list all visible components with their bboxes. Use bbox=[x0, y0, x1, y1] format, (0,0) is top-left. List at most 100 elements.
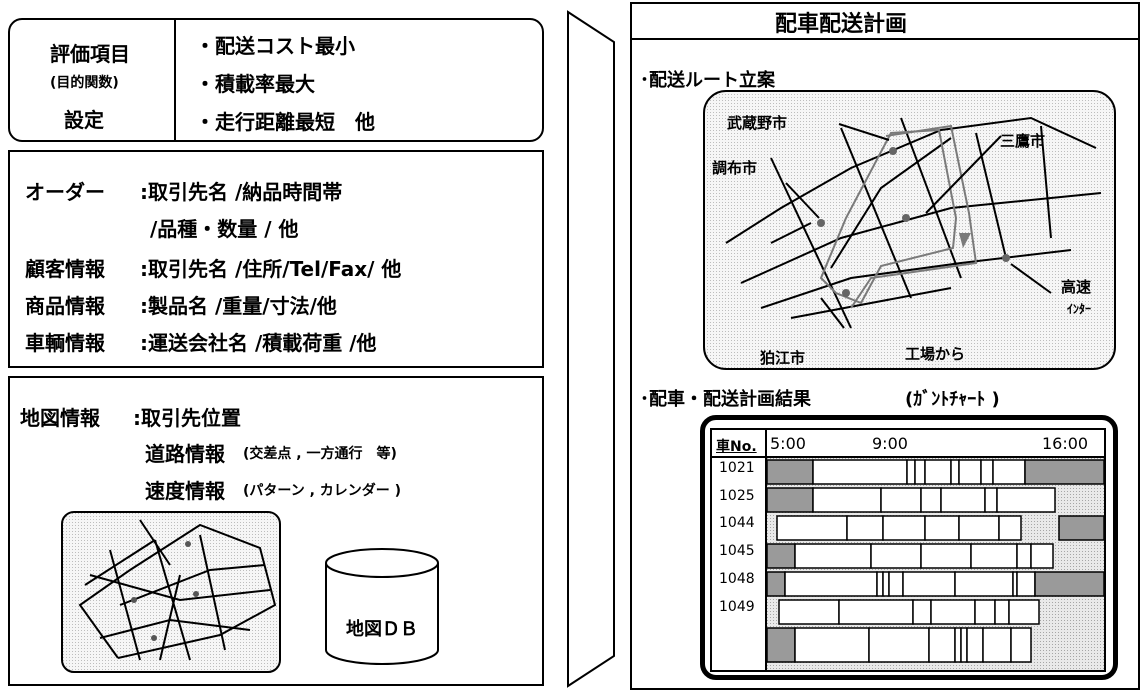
gantt-bar bbox=[1034, 571, 1104, 597]
gantt-bar bbox=[906, 459, 916, 485]
gantt-bar bbox=[778, 599, 840, 625]
gantt-bar bbox=[794, 627, 870, 663]
evaluation-item-2: ・積載率最大 bbox=[195, 72, 315, 96]
gantt-bar bbox=[940, 487, 986, 513]
label-komae: 狛江市 bbox=[760, 349, 806, 367]
gantt-bar bbox=[870, 543, 922, 569]
gantt-bar bbox=[776, 515, 848, 541]
label-factory: 工場から bbox=[905, 345, 966, 363]
gantt-bar bbox=[812, 487, 882, 513]
gantt-bar bbox=[767, 571, 786, 597]
evaluation-heading-1: 評価項目 bbox=[50, 42, 130, 66]
gantt-bar bbox=[958, 459, 982, 485]
delivery-route bbox=[819, 124, 978, 309]
vehicle-value: :運送会社名 /積載荷重 /他 bbox=[140, 331, 377, 355]
route-stop bbox=[1002, 254, 1010, 262]
plan-title: 配車配送計画 bbox=[775, 12, 908, 37]
gantt-bar bbox=[958, 515, 1000, 541]
route-map-arrows bbox=[785, 123, 1052, 329]
gantt-bar bbox=[882, 571, 890, 597]
gantt-bar bbox=[838, 599, 914, 625]
gantt-bar bbox=[767, 627, 796, 663]
small-map-roads bbox=[78, 519, 277, 661]
order-value-2: /品種・数量 / 他 bbox=[150, 217, 299, 241]
gantt-vehicle-1049: 1049 bbox=[719, 599, 755, 615]
gantt-bar bbox=[902, 571, 956, 597]
small-map-point bbox=[151, 635, 157, 641]
small-map-point bbox=[193, 591, 199, 597]
gantt-bar bbox=[1058, 515, 1104, 541]
product-label: 商品情報 bbox=[25, 294, 105, 318]
evaluation-box bbox=[8, 18, 544, 142]
gantt-bar bbox=[812, 459, 908, 485]
vehicle-label: 車輌情報 bbox=[25, 331, 105, 355]
gantt-bar bbox=[966, 627, 984, 663]
label-highway: 高速 bbox=[1061, 278, 1092, 296]
gantt-bar bbox=[920, 543, 972, 569]
route-map-frame bbox=[703, 90, 1116, 370]
gantt-bar bbox=[1016, 543, 1032, 569]
gantt-bar bbox=[784, 571, 878, 597]
evaluation-divider bbox=[174, 18, 176, 142]
gantt-bar bbox=[954, 571, 1014, 597]
road-info-detail: (交差点 , 一方通行 等) bbox=[243, 446, 397, 462]
evaluation-item-1: ・配送コスト最小 bbox=[195, 34, 355, 58]
gantt-bar bbox=[912, 599, 932, 625]
gantt-bar bbox=[982, 627, 1012, 663]
gantt-bar bbox=[954, 627, 962, 663]
map-db-icon bbox=[325, 548, 439, 665]
result-subheading: (ｶﾞﾝﾄﾁｬｰﾄ ) bbox=[905, 389, 1000, 410]
gantt-bar bbox=[794, 543, 872, 569]
gantt-time-5: 5:00 bbox=[770, 434, 806, 453]
customer-label: 顧客情報 bbox=[25, 257, 105, 281]
gantt-vehicle-1045: 1045 bbox=[719, 543, 755, 559]
gantt-label-divider bbox=[765, 428, 767, 672]
gantt-vehicle-1021: 1021 bbox=[719, 460, 755, 476]
speed-info-detail: (パターン , カレンダー ) bbox=[243, 483, 402, 499]
gantt-bar bbox=[914, 459, 926, 485]
gantt-bar bbox=[994, 599, 1010, 625]
flow-arrow-icon bbox=[567, 10, 615, 688]
gantt-bar bbox=[1016, 571, 1036, 597]
gantt-bar bbox=[998, 515, 1022, 541]
gantt-bar bbox=[880, 487, 922, 513]
label-mitaka: 三鷹市 bbox=[1000, 132, 1046, 150]
gantt-vehicle-1048: 1048 bbox=[719, 571, 755, 587]
gantt-bar bbox=[1008, 599, 1040, 625]
evaluation-heading-2: (目的関数) bbox=[50, 75, 119, 91]
gantt-bar bbox=[950, 459, 960, 485]
route-stop bbox=[842, 289, 850, 297]
gantt-bar bbox=[767, 543, 796, 569]
gantt-bar bbox=[924, 515, 960, 541]
speed-info-label: 速度情報 bbox=[145, 479, 225, 503]
info-box bbox=[8, 150, 544, 368]
gantt-bar bbox=[992, 459, 1026, 485]
product-value: :製品名 /重量/寸法/他 bbox=[140, 294, 337, 318]
gantt-bar bbox=[996, 487, 1056, 513]
gantt-vehicle-1044: 1044 bbox=[719, 515, 755, 531]
gantt-bar bbox=[960, 627, 968, 663]
evaluation-item-3: ・走行距離最短 他 bbox=[195, 110, 375, 134]
route-map bbox=[703, 90, 1116, 370]
small-map-point bbox=[185, 541, 191, 547]
result-heading: ･配車・配送計画結果 bbox=[640, 389, 811, 410]
gantt-bar bbox=[1030, 543, 1054, 569]
label-interchange: ｲﾝﾀｰ bbox=[1067, 302, 1092, 316]
gantt-bar bbox=[970, 543, 1018, 569]
gantt-time-16: 16:00 bbox=[1042, 434, 1089, 453]
gantt-bar bbox=[1010, 627, 1032, 663]
gantt-bar bbox=[980, 459, 994, 485]
gantt-bar bbox=[930, 599, 976, 625]
road-info-label: 道路情報 bbox=[145, 442, 225, 466]
route-marker bbox=[959, 233, 971, 248]
gantt-bar bbox=[868, 627, 930, 663]
gantt-vehicle-header: 車No. bbox=[716, 439, 757, 455]
route-stop bbox=[817, 219, 825, 227]
gantt-bar bbox=[928, 627, 956, 663]
label-musashino: 武蔵野市 bbox=[727, 114, 788, 132]
route-stop bbox=[889, 147, 897, 155]
gantt-bar bbox=[920, 487, 942, 513]
route-map-roads bbox=[725, 116, 1102, 329]
gantt-header-line bbox=[710, 456, 1106, 458]
gantt-bar bbox=[888, 571, 904, 597]
